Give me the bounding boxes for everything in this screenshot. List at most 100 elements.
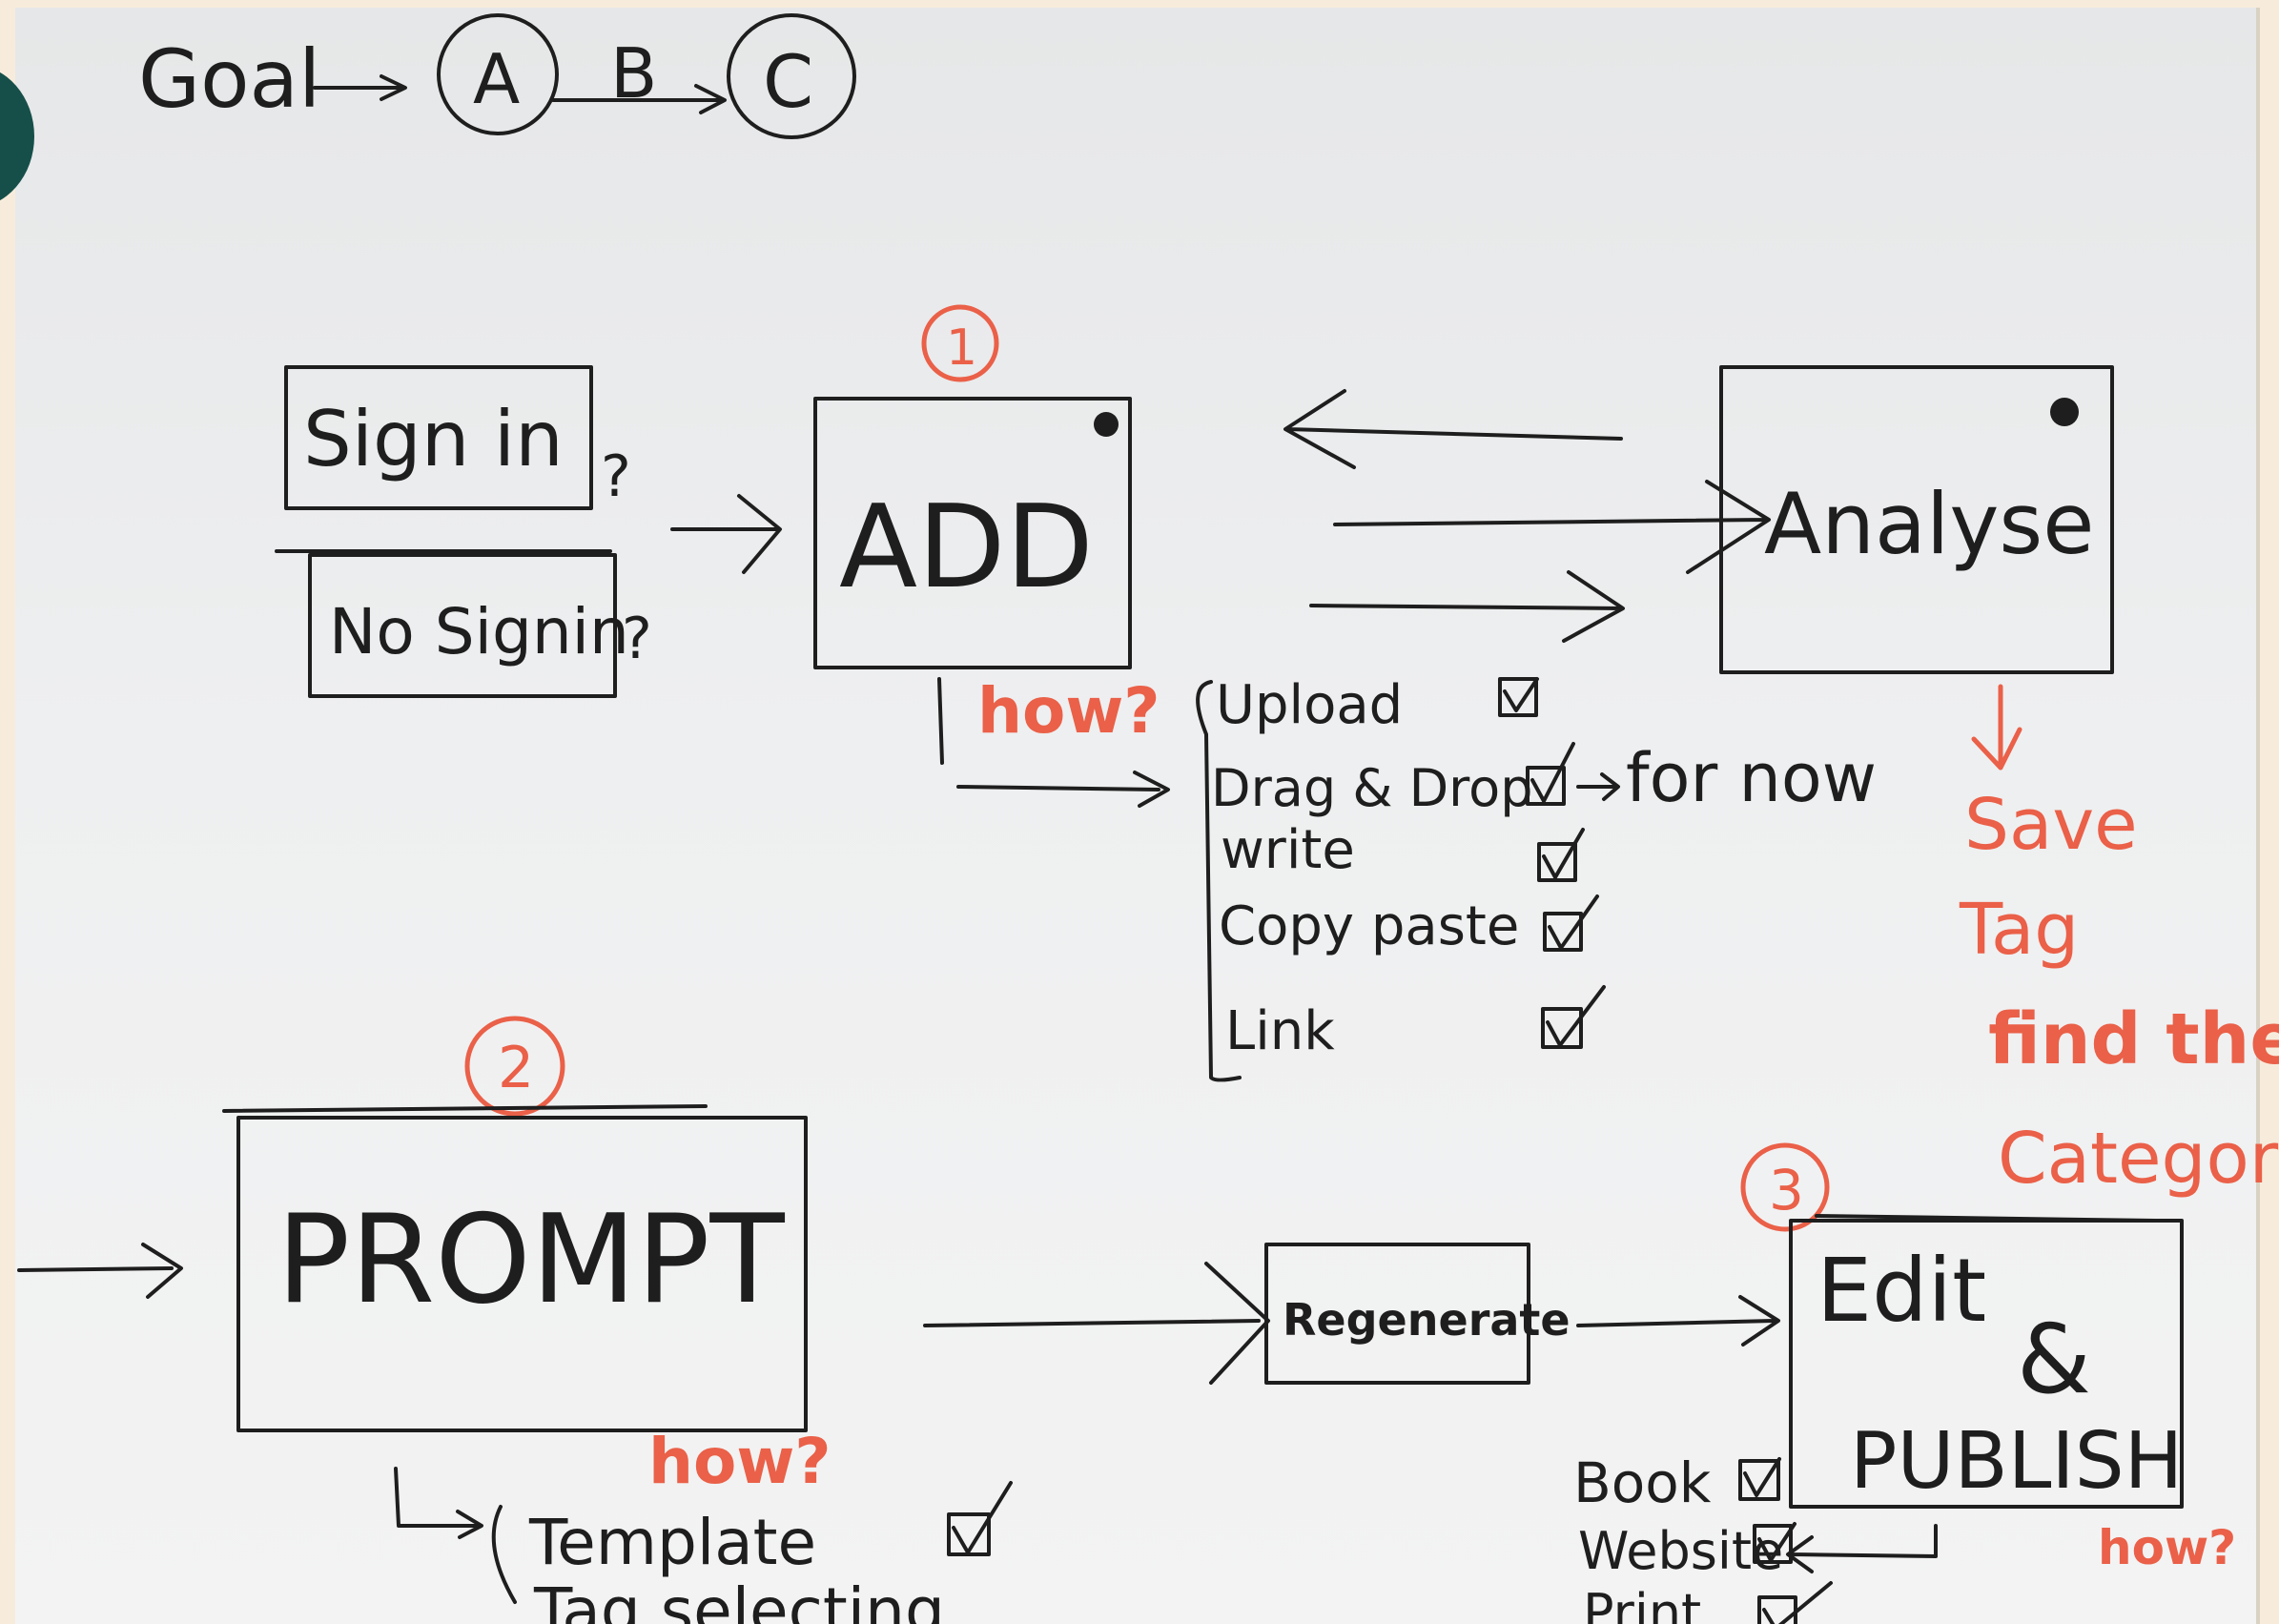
step3-number: 3 [1769,1158,1804,1223]
into-prompt-arrow [17,1243,183,1299]
step1-number: 1 [946,319,977,377]
options-brace [1196,680,1242,1082]
step1-circle [921,304,999,382]
signin-group: Sign in ? No Signin ? [275,365,782,698]
whiteboard-sheet [0,8,2260,1624]
note-tag: Tag [1959,889,2079,971]
analyse-group: Analyse [1719,365,2114,674]
note-find-the: find the [1988,998,2279,1080]
for-now-arrow [1576,772,1620,801]
checkbox-print [1757,1595,1797,1624]
option-tag-selecting: Tag selecting [533,1574,945,1624]
analyse-box [1719,365,2114,674]
goal-a: A [473,39,520,119]
check-template [952,1481,1013,1554]
analyse-label: Analyse [1764,475,2094,573]
option-website: Website [1578,1521,1783,1581]
prompt-to-options-arrow [394,1467,483,1539]
add-to-options-arrow [937,677,1170,808]
step1-options: Upload Drag & Drop write Copy paste Link… [1196,674,1877,1082]
regenerate-box [1264,1243,1530,1385]
prompt-box [236,1116,808,1432]
sign-in-question: ? [601,443,631,510]
edit-label: Edit [1817,1240,1986,1342]
check-book [1743,1457,1781,1497]
step1-how-label: how? [977,674,1160,748]
option-write: write [1221,819,1355,881]
checkbox-drag-drop [1526,766,1566,806]
note-save: Save [1964,784,2138,866]
step3-how: how? [2098,1520,2236,1575]
step1-how: how? [977,674,1160,748]
checkbox-book [1738,1459,1780,1501]
add-box-dot [1094,412,1119,437]
option-print: Print [1583,1583,1701,1624]
edit-publish-top-line [1815,1214,2157,1223]
analyse-to-add-arrow [1283,389,1623,469]
step2-circle [464,1016,565,1117]
option-book: Book [1573,1450,1712,1515]
add-to-analyse-arrow [1333,480,1771,574]
check-upload [1503,677,1539,712]
signin-to-add-arrow [670,494,782,574]
add-label: ADD [839,482,1094,614]
step3-circle [1740,1142,1830,1232]
option-link: Link [1225,1000,1335,1062]
add-to-analyse-arrow-2 [1309,570,1625,643]
check-drag-drop [1530,742,1575,803]
add-box [813,397,1132,669]
for-now-label: for now [1626,739,1877,817]
no-sign-in-box [308,553,617,698]
step2-marker: 2 [464,1016,565,1117]
publish-to-options-arrow [1786,1524,1938,1573]
no-sign-in-label: No Signin [329,595,629,668]
check-copy-paste [1548,894,1599,950]
analyse-down-arrow [1971,684,2022,771]
checkbox-link [1541,1007,1583,1049]
publish-label: PUBLISH [1850,1416,2183,1507]
no-sign-in-question: ? [622,606,652,672]
ampersand: & [2017,1304,2091,1415]
edit-publish-box [1789,1219,2184,1509]
regenerate-to-edit-arrow [1576,1295,1780,1346]
step3-options: Book Website Print [1573,1450,1833,1624]
goal-arrow [313,74,407,101]
option-template: Template [528,1506,816,1579]
prompt-box-top-line [222,1104,708,1113]
check-print [1762,1581,1833,1624]
step2-how-label: how? [648,1425,832,1498]
check-website [1757,1522,1797,1562]
check-link [1546,985,1606,1047]
goal-label: Goal [138,32,320,126]
step2-how: how? [648,1425,832,1498]
option-drag-drop: Drag & Drop [1211,758,1533,818]
note-categories: Categori [1998,1118,2279,1200]
goal-circle-a [437,13,559,135]
step3-marker: 3 [1740,1142,1830,1232]
edit-publish-group: Edit & PUBLISH [1786,1214,2184,1573]
regenerate-label: Regenerate [1283,1294,1571,1346]
checkbox-template [947,1512,991,1556]
goal-c: C [763,39,813,124]
goal-row: Goal A B C [138,13,856,139]
regenerate-group: Regenerate [923,1243,1780,1385]
checkbox-write [1537,842,1577,882]
prompt-label: PROMPT [277,1189,786,1331]
add-group: ADD [813,397,1170,808]
check-write [1542,828,1585,879]
sign-in-box [284,365,593,510]
goal-arrow-2 [551,84,727,114]
option-copy-paste: Copy paste [1219,895,1519,957]
analyse-notes: Save Tag find the Categori [1959,684,2279,1200]
add-analyse-arrows [1283,389,1771,643]
checkbox-copy-paste [1543,912,1583,952]
checkbox-upload [1498,677,1538,717]
analyse-box-dot [2050,398,2079,426]
step2-options: Template Tag selecting [394,1467,1013,1624]
option-upload: Upload [1216,674,1403,736]
checkbox-website [1753,1524,1793,1564]
sign-in-label: Sign in [303,395,564,483]
step1-marker: 1 [921,304,999,382]
step2-number: 2 [498,1035,534,1101]
